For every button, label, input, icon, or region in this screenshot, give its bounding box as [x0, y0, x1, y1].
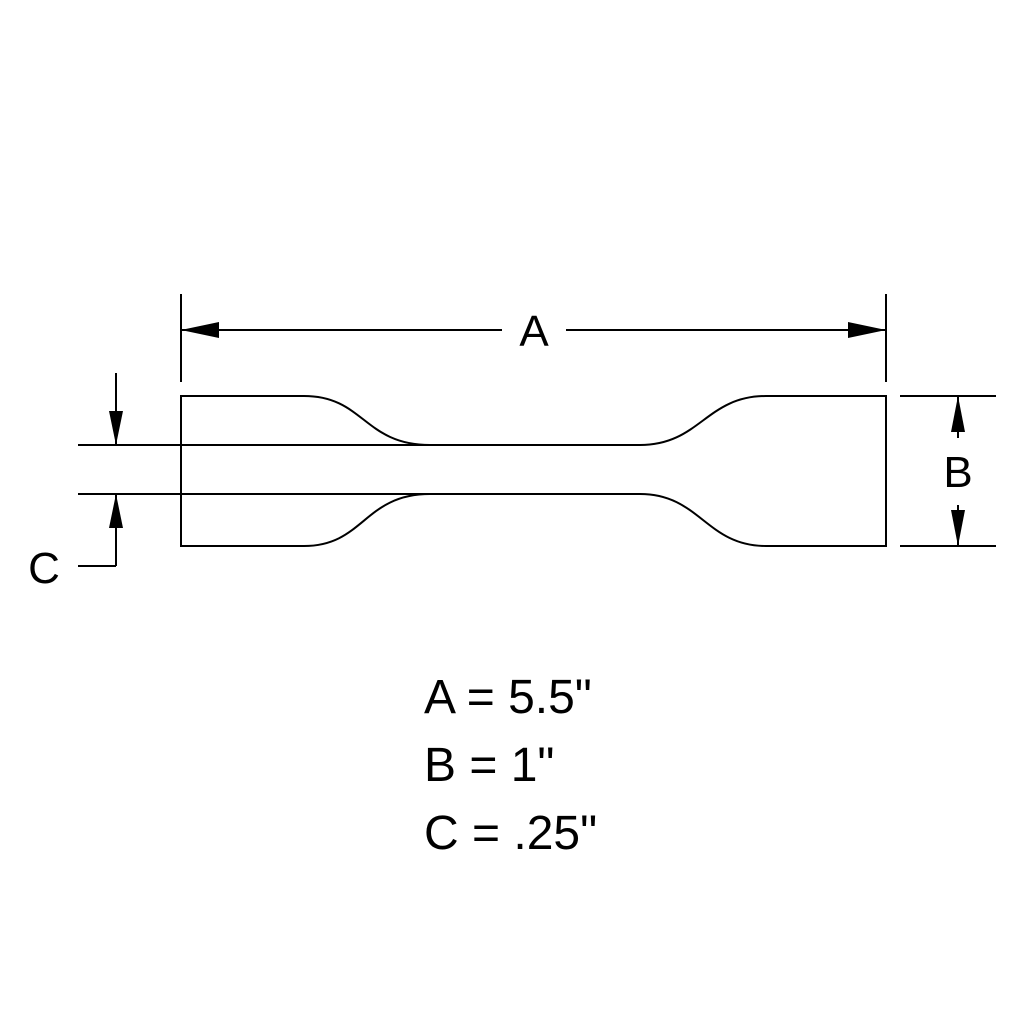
dim-a-label: A [519, 307, 549, 356]
dim-a-arrow-left [181, 322, 219, 338]
dim-c-arrow-top [109, 411, 123, 445]
dim-b-arrow-bottom [951, 510, 965, 546]
legend-a-value: A = 5.5" [424, 671, 592, 724]
legend-c-value: C = .25" [424, 807, 598, 860]
dim-a-arrow-right [848, 322, 886, 338]
legend-b-value: B = 1" [424, 739, 555, 792]
dim-b-arrow-top [951, 396, 965, 432]
dimension-legend: A = 5.5" B = 1" C = .25" [424, 664, 744, 868]
dim-b-label: B [943, 448, 972, 497]
specimen-outline [180, 395, 887, 547]
dim-c-arrow-bottom [109, 494, 123, 528]
dim-c-label: C [28, 544, 60, 593]
